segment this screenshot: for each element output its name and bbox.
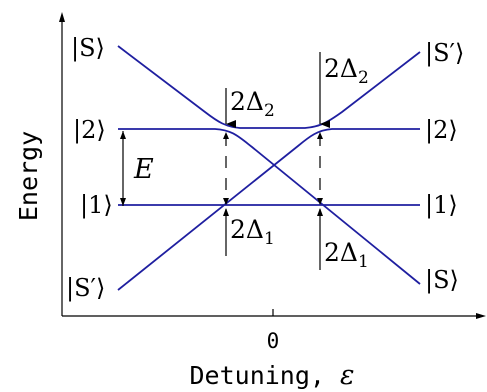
coupling-left-arrow-down-icon xyxy=(223,198,229,205)
coupling-upper-label-left: 2Δ2 xyxy=(230,87,275,121)
gap-arrow-top-icon xyxy=(120,131,126,139)
curve-s-prime-to-level1 xyxy=(117,128,420,291)
y-axis-arrow-icon xyxy=(59,12,65,22)
curve-level2-to-s xyxy=(118,128,421,285)
y-axis-label: Energy xyxy=(14,131,43,221)
left-state-s-prime: |S′⟩ xyxy=(66,274,105,303)
coupling-left-arrow-up-icon xyxy=(223,132,229,139)
right-state-s: |S⟩ xyxy=(425,266,459,295)
left-state-s: |S⟩ xyxy=(71,34,105,63)
right-state-s-prime: |S′⟩ xyxy=(425,39,464,68)
right-state-1: |1⟩ xyxy=(425,191,458,220)
coupling-lower-right-arrow-up-icon xyxy=(317,208,323,216)
gap-label: E xyxy=(133,154,154,185)
left-state-2: |2⟩ xyxy=(73,116,106,145)
coupling-lower-left-arrow-up-icon xyxy=(223,208,229,216)
x-axis-arrow-icon xyxy=(476,313,486,319)
right-state-2: |2⟩ xyxy=(425,116,458,145)
energy-curves xyxy=(117,45,421,291)
coupling-lower-label-right: 2Δ1 xyxy=(324,238,369,272)
coupling-lower-label-left: 2Δ1 xyxy=(230,215,275,249)
x-axis-symbol: ε xyxy=(340,360,355,391)
gap-arrow-bottom-icon xyxy=(120,198,126,206)
x-axis-label-text: Detuning, xyxy=(189,361,340,390)
curve-s-to-level2-to-s-prime xyxy=(117,45,421,129)
left-state-1: |1⟩ xyxy=(80,191,113,220)
x-axis-label: Detuning, ε xyxy=(189,360,354,391)
coupling-right-arrow-up-icon xyxy=(317,132,323,139)
x-tick-zero: 0 xyxy=(267,329,280,353)
coupling-upper-label-right: 2Δ2 xyxy=(324,54,369,88)
coupling-right-arrow-down-icon xyxy=(317,198,323,205)
